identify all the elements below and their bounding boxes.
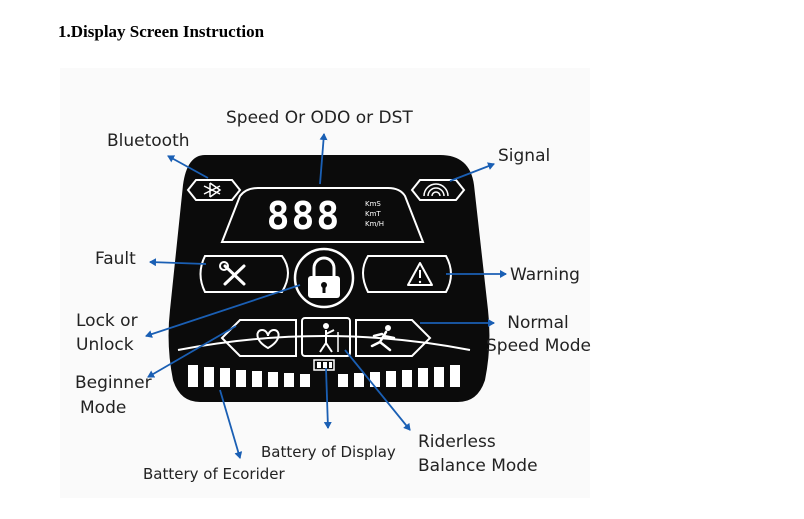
unit-kmt: KmT [365, 210, 381, 218]
label-normal-line2: Speed Mode [486, 336, 592, 356]
label-riderless-line2: Balance Mode [418, 456, 538, 476]
unit-kms: KmS [365, 200, 381, 208]
label-battery-ecorider: Battery of Ecorider [143, 465, 285, 483]
label-riderless-line1: Riderless [418, 432, 496, 452]
unit-kmh: Km/H [365, 220, 384, 228]
battery-segments [188, 365, 460, 387]
label-signal: Signal [498, 146, 551, 166]
speed-digits: 888 [267, 194, 342, 238]
label-fault: Fault [95, 249, 136, 269]
label-speed: Speed Or ODO or DST [226, 108, 413, 128]
heart-icon [220, 319, 297, 357]
label-lock-line1: Lock or [76, 311, 138, 331]
runner-icon [355, 319, 432, 357]
label-normal-line1: Normal [507, 313, 569, 333]
signal-icon [410, 179, 466, 201]
padlock-icon [293, 247, 355, 309]
label-warning: Warning [510, 265, 580, 285]
fault-icon [199, 255, 289, 293]
label-bluetooth: Bluetooth [107, 131, 190, 151]
speed-display-panel [220, 187, 425, 243]
warning-triangle-icon [362, 255, 452, 293]
label-lock-line2: Unlock [76, 335, 134, 355]
battery-arc [177, 335, 471, 351]
callout-arrows [145, 133, 507, 459]
label-beginner-line1: Beginner [75, 373, 152, 393]
display-battery-icon [313, 359, 335, 371]
label-battery-display: Battery of Display [261, 443, 396, 461]
label-beginner-line2: Mode [80, 398, 127, 418]
bluetooth-icon [186, 179, 242, 201]
page-title: 1.Display Screen Instruction [58, 22, 265, 41]
